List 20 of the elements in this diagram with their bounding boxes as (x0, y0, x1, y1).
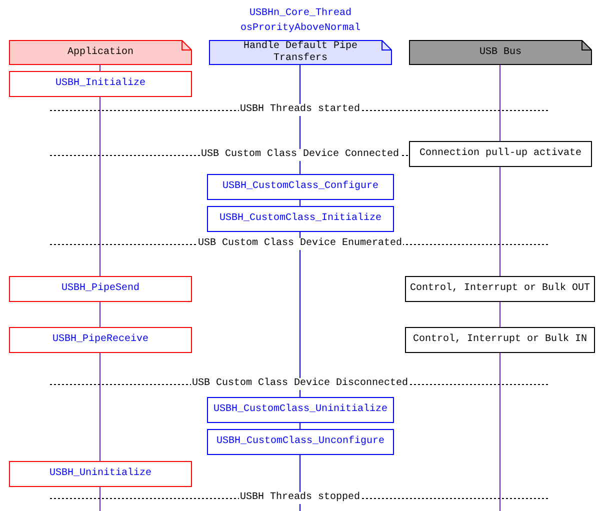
separator-label: USB Custom Class Device Disconnected (190, 378, 410, 390)
participant-header: Handle Default Pipe Transfers (209, 40, 392, 65)
thread-caption: USBHn_Core_Thread osProrityAboveNormal (239, 6, 362, 36)
separator-label: USB Custom Class Device Enumerated (196, 238, 404, 250)
function-box: USBH_PipeSend (9, 276, 192, 302)
function-box: USBH_Initialize (9, 71, 192, 97)
function-box: USBH_CustomClass_Uninitialize (207, 397, 394, 423)
bus-event-box: Control, Interrupt or Bulk IN (405, 327, 595, 353)
bus-event-box: Connection pull-up activate (409, 141, 592, 167)
function-box: USBH_CustomClass_Unconfigure (207, 429, 394, 455)
bus-event-box: Control, Interrupt or Bulk OUT (405, 276, 595, 302)
separator-label: USBH Threads stopped (238, 492, 362, 504)
function-box: USBH_PipeReceive (9, 327, 192, 353)
function-box: USBH_CustomClass_Configure (207, 174, 394, 200)
function-box: USBH_Uninitialize (9, 461, 192, 487)
participant-header: Application (9, 40, 192, 65)
function-box: USBH_CustomClass_Initialize (207, 206, 394, 232)
separator-label: USB Custom Class Device Connected (200, 149, 400, 161)
participant-header: USB Bus (409, 40, 592, 65)
separator-label: USBH Threads started (238, 104, 362, 116)
